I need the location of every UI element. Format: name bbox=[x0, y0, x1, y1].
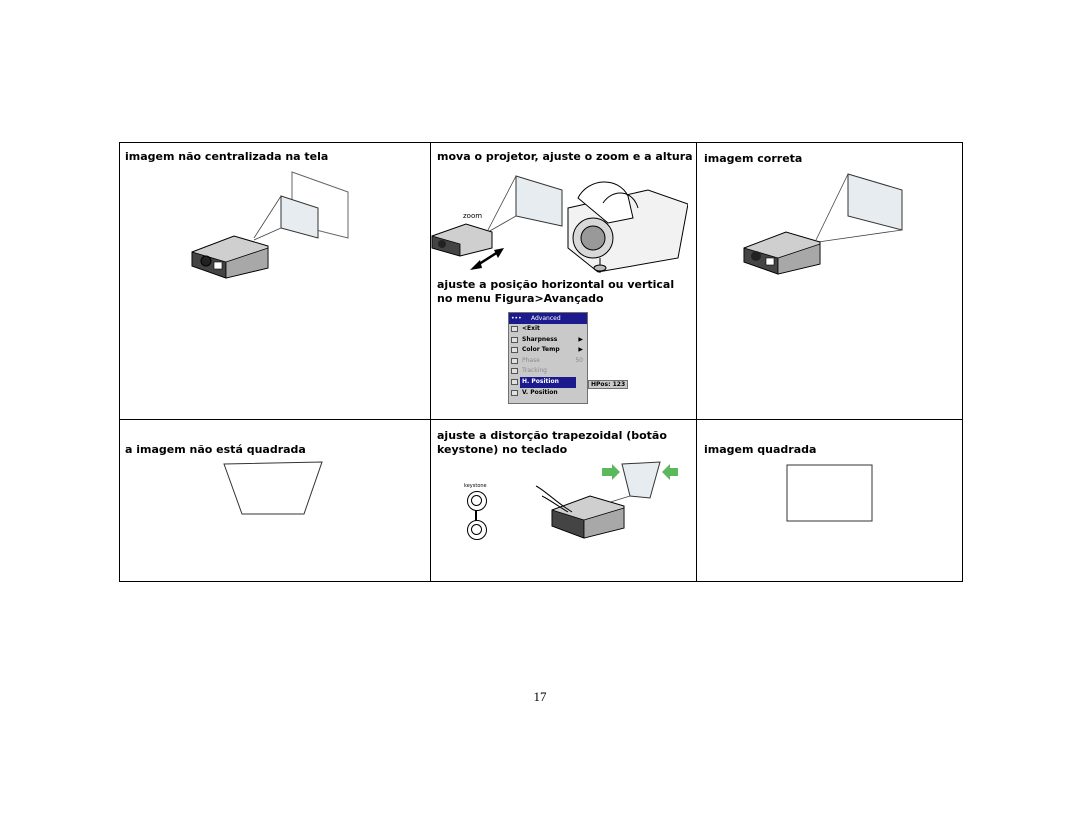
projector-icon bbox=[743, 231, 821, 275]
menu-item-label: H. Position bbox=[520, 376, 576, 388]
projected-image bbox=[515, 175, 563, 227]
v-position-icon bbox=[511, 389, 518, 396]
projected-image bbox=[847, 173, 903, 231]
column-divider bbox=[696, 143, 697, 581]
hand-icon bbox=[535, 485, 573, 513]
menu-item-color-temp[interactable]: Color Temp ▶ bbox=[509, 345, 587, 356]
menu-item-label: Color Temp bbox=[522, 346, 560, 354]
page-number: 17 bbox=[533, 689, 547, 704]
keypad-connector bbox=[475, 511, 477, 521]
row-divider bbox=[120, 419, 962, 420]
projector-icon bbox=[191, 235, 269, 279]
menu-title: Advanced bbox=[531, 315, 561, 322]
menu-title-bar: ••• Advanced bbox=[509, 313, 587, 324]
square-shape bbox=[786, 464, 873, 522]
column-divider bbox=[430, 143, 431, 581]
menu-item-h-position[interactable]: H. Position bbox=[509, 376, 587, 388]
menu-item-exit[interactable]: <Exit bbox=[509, 324, 587, 335]
caption-adjust-position: ajuste a posição horizontal ou vertical … bbox=[437, 278, 675, 305]
menu-item-label: V. Position bbox=[522, 388, 558, 396]
menu-item-sharpness[interactable]: Sharpness ▶ bbox=[509, 335, 587, 346]
caption-move-projector: mova o projetor, ajuste o zoom e a altur… bbox=[437, 150, 693, 163]
keystone-down-button[interactable] bbox=[467, 520, 487, 540]
projected-image bbox=[280, 195, 319, 239]
caption-not-square: a imagem não está quadrada bbox=[125, 443, 306, 456]
caption-keystone: ajuste a distorção trapezoidal (botão ke… bbox=[437, 429, 667, 456]
trapezoid-shape bbox=[223, 461, 323, 515]
zoom-height-illustration bbox=[431, 175, 688, 273]
thermometer-icon bbox=[511, 347, 518, 354]
menu-item-v-position[interactable]: V. Position bbox=[509, 388, 587, 399]
off-center-illustration bbox=[191, 171, 349, 279]
keystoned-image bbox=[621, 461, 661, 499]
green-arrow-right-icon bbox=[602, 464, 620, 480]
green-arrow-left-icon bbox=[662, 464, 678, 480]
keystone-adjust-illustration bbox=[535, 461, 678, 539]
menu-item-label: <Exit bbox=[522, 325, 540, 332]
correct-image-illustration bbox=[743, 173, 903, 275]
menu-item-label: Phase bbox=[522, 356, 540, 364]
keystone-label: keystone bbox=[464, 483, 487, 489]
menu-dots-icon: ••• bbox=[511, 315, 522, 322]
zoom-label: zoom bbox=[463, 212, 483, 220]
trapezoid-image-illustration bbox=[223, 461, 323, 515]
arrow-left-icon bbox=[511, 326, 518, 332]
caption-square-image: imagem quadrada bbox=[704, 443, 817, 456]
menu-item-label: Tracking bbox=[522, 367, 547, 375]
chevron-right-icon: ▶ bbox=[578, 346, 583, 354]
h-position-icon bbox=[511, 378, 518, 385]
projector-icon bbox=[551, 495, 625, 539]
caption-off-center: imagem não centralizada na tela bbox=[125, 150, 329, 163]
menu-item-tracking[interactable]: Tracking bbox=[509, 366, 587, 377]
menu-item-label: Sharpness bbox=[522, 335, 558, 343]
hpos-value: 123 bbox=[612, 381, 626, 388]
keystone-up-button[interactable] bbox=[467, 491, 487, 511]
chevron-right-icon: ▶ bbox=[578, 335, 583, 343]
tracking-icon bbox=[511, 368, 518, 375]
square-image-illustration bbox=[786, 464, 873, 522]
projector-icon bbox=[431, 223, 493, 257]
caption-correct-image: imagem correta bbox=[704, 152, 803, 165]
hpos-readout: HPos: 123 bbox=[588, 380, 628, 389]
hpos-label: HPos: bbox=[591, 381, 611, 388]
move-arrow-icon bbox=[470, 248, 504, 270]
sharpness-icon bbox=[511, 336, 518, 343]
menu-item-value: 50 bbox=[575, 356, 583, 364]
phase-icon bbox=[511, 357, 518, 364]
instruction-table bbox=[119, 142, 963, 582]
hand-adjusting-projector-icon bbox=[567, 181, 688, 273]
advanced-menu: ••• Advanced <Exit Sharpness ▶ Color Tem… bbox=[508, 312, 588, 404]
menu-item-phase[interactable]: Phase 50 bbox=[509, 356, 587, 367]
